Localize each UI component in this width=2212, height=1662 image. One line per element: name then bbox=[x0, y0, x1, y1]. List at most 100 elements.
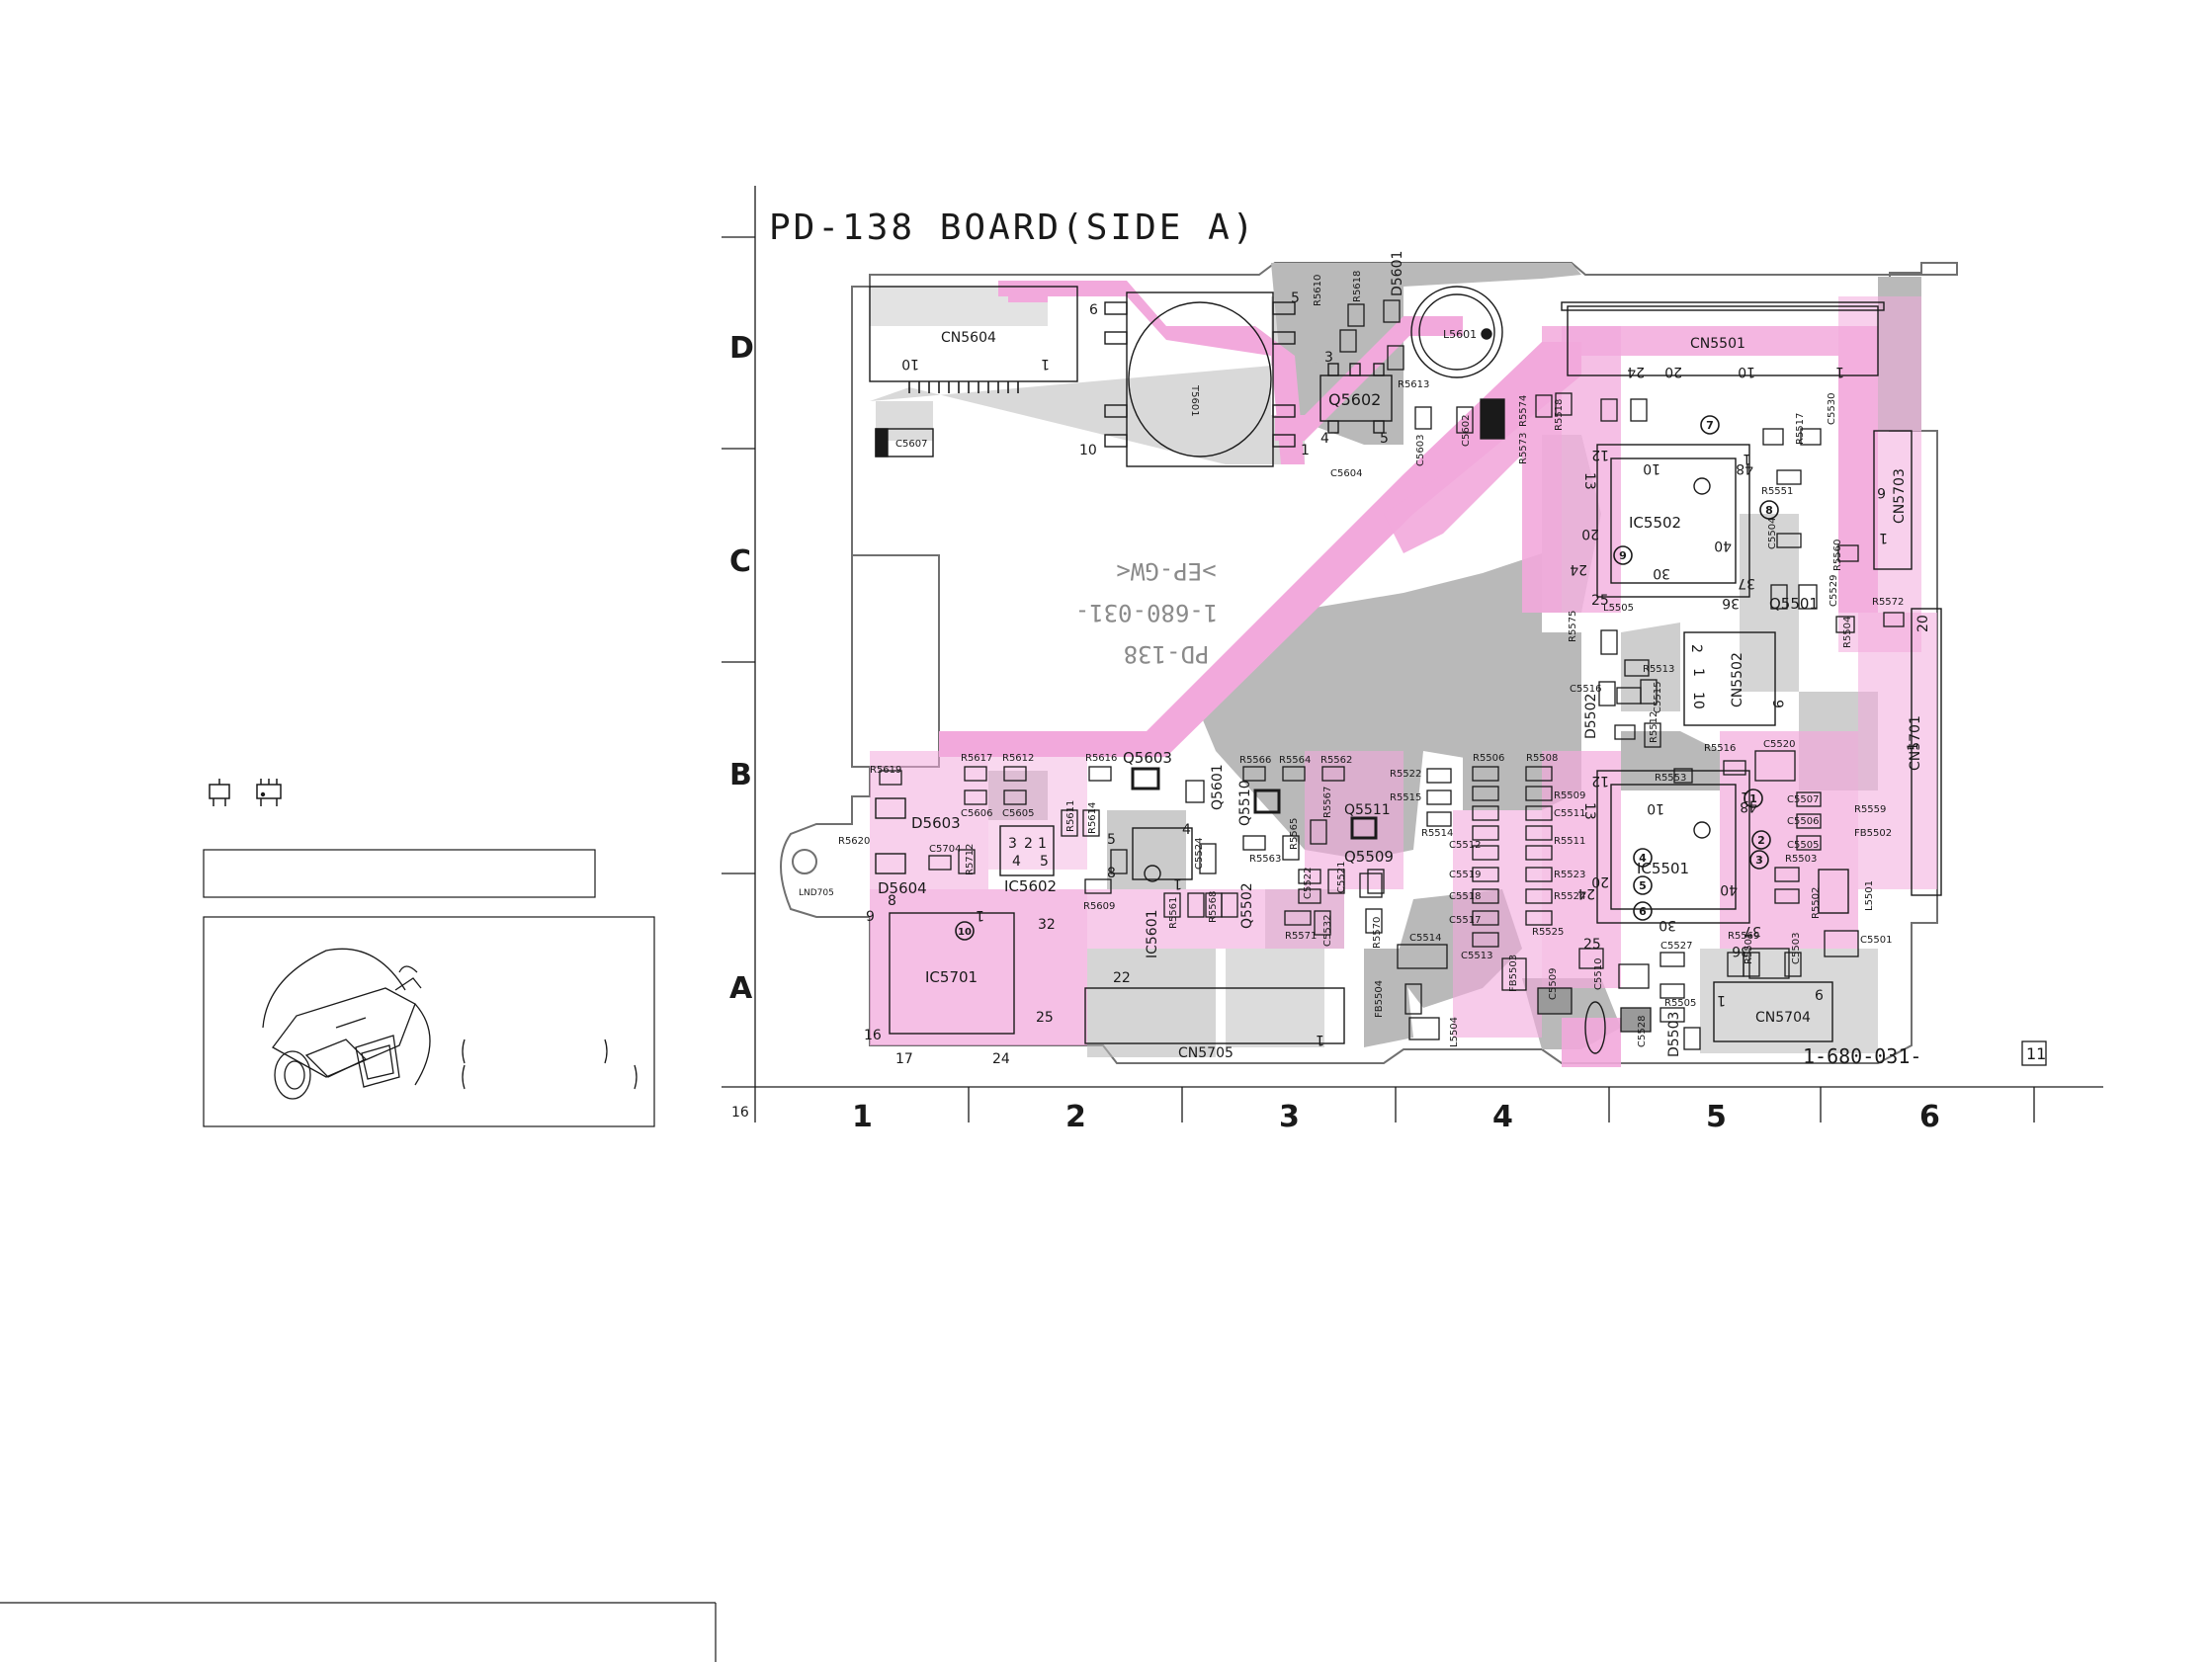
label-c5506: C5506 bbox=[1787, 816, 1819, 827]
label-r5566: R5566 bbox=[1239, 755, 1271, 766]
label-fb5504: FB5504 bbox=[1374, 980, 1385, 1018]
label-q5511: Q5511 bbox=[1344, 802, 1391, 818]
row-label-d: D bbox=[729, 331, 754, 366]
label-cn5501: CN5501 bbox=[1690, 336, 1745, 352]
label-c5604: C5604 bbox=[1330, 468, 1362, 479]
grid-frame bbox=[722, 186, 2103, 1122]
label-c5515: C5515 bbox=[1653, 682, 1663, 713]
label-c5519: C5519 bbox=[1449, 870, 1481, 880]
marker-4: 4 bbox=[1639, 852, 1647, 865]
revision-number: 11 bbox=[2026, 1044, 2046, 1063]
label-fb5503: FB5503 bbox=[1508, 955, 1519, 992]
large-components bbox=[869, 286, 1942, 1054]
label-c5521: C5521 bbox=[1336, 862, 1347, 893]
label-cn5705: CN5705 bbox=[1178, 1045, 1234, 1061]
label-c5532: C5532 bbox=[1322, 915, 1333, 947]
label-r5514: R5514 bbox=[1421, 828, 1453, 839]
svg-text:1: 1 bbox=[1690, 668, 1706, 677]
label-c5605: C5605 bbox=[1002, 808, 1034, 819]
label-r5504: R5504 bbox=[1842, 617, 1853, 648]
label-c5527: C5527 bbox=[1660, 941, 1692, 952]
svg-text:10: 10 bbox=[1738, 364, 1755, 379]
component-labels: CN5604 C5607 T5601 R5610 R5618 D5601 L56… bbox=[799, 251, 1923, 1061]
revision-box bbox=[2021, 1040, 2047, 1066]
label-c5517: C5517 bbox=[1449, 915, 1481, 926]
transistor-package-icons bbox=[209, 779, 282, 806]
label-q5601: Q5601 bbox=[1210, 764, 1226, 810]
svg-text:9: 9 bbox=[866, 909, 875, 925]
label-r5501: R5501 bbox=[1744, 933, 1754, 964]
label-r5572: R5572 bbox=[1872, 597, 1904, 608]
label-q5510: Q5510 bbox=[1237, 780, 1253, 826]
label-r5560: R5560 bbox=[1832, 540, 1843, 571]
svg-text:5: 5 bbox=[1380, 431, 1389, 447]
label-r5611: R5611 bbox=[1065, 800, 1076, 832]
label-c5512: C5512 bbox=[1449, 840, 1481, 851]
svg-text:30: 30 bbox=[1659, 917, 1676, 933]
svg-text:1: 1 bbox=[976, 907, 984, 923]
label-r5509: R5509 bbox=[1554, 790, 1585, 801]
column-label-4: 4 bbox=[1492, 1100, 1513, 1134]
label-c5606: C5606 bbox=[961, 808, 992, 819]
label-r5610: R5610 bbox=[1313, 275, 1323, 306]
label-q5502: Q5502 bbox=[1239, 882, 1255, 929]
svg-text:1-680-031-: 1-680-031- bbox=[1075, 599, 1219, 626]
mounting-hole bbox=[792, 849, 817, 874]
label-r5568: R5568 bbox=[1208, 891, 1219, 923]
svg-text:2: 2 bbox=[1024, 836, 1033, 852]
marker-9: 9 bbox=[1619, 549, 1627, 562]
row-label-b: B bbox=[729, 758, 752, 792]
marker-10: 10 bbox=[958, 927, 972, 938]
svg-text:1: 1 bbox=[1038, 836, 1047, 852]
label-c5704: C5704 bbox=[929, 844, 961, 855]
svg-text:5: 5 bbox=[1291, 291, 1300, 306]
mirrored-silkscreen: >EP-GW< 1-680-031- PD-138 bbox=[1075, 557, 1219, 668]
page-number: 16 bbox=[731, 1105, 749, 1121]
svg-text:6: 6 bbox=[1089, 302, 1098, 318]
svg-text:1: 1 bbox=[1743, 451, 1751, 466]
label-r5502: R5502 bbox=[1811, 887, 1822, 919]
marker-2: 2 bbox=[1757, 834, 1765, 847]
svg-text:25: 25 bbox=[1036, 1010, 1054, 1026]
small-smd-pads bbox=[879, 299, 1905, 1050]
svg-text:10: 10 bbox=[1647, 800, 1664, 816]
label-r5522: R5522 bbox=[1390, 769, 1421, 780]
label-c5503: C5503 bbox=[1791, 933, 1802, 964]
label-cn5704: CN5704 bbox=[1755, 1010, 1811, 1026]
column-label-1: 1 bbox=[852, 1100, 873, 1134]
svg-text:1: 1 bbox=[1879, 530, 1888, 545]
svg-text:24: 24 bbox=[1570, 561, 1587, 577]
marker-8: 8 bbox=[1765, 504, 1773, 517]
svg-text:9: 9 bbox=[1769, 700, 1785, 708]
svg-text:10: 10 bbox=[1643, 460, 1660, 476]
label-r5614: R5614 bbox=[1087, 802, 1098, 834]
label-r5523: R5523 bbox=[1554, 870, 1585, 880]
svg-text:37: 37 bbox=[1744, 923, 1761, 939]
svg-text:1: 1 bbox=[1173, 875, 1182, 891]
label-r5506: R5506 bbox=[1473, 753, 1504, 764]
label-r5508: R5508 bbox=[1526, 753, 1558, 764]
label-c5514: C5514 bbox=[1409, 933, 1441, 944]
svg-text:40: 40 bbox=[1714, 538, 1732, 553]
row-labels: D C B A bbox=[729, 331, 754, 1006]
label-c5524: C5524 bbox=[1194, 838, 1205, 870]
svg-text:PD-138: PD-138 bbox=[1124, 640, 1210, 668]
label-r5505: R5505 bbox=[1664, 998, 1696, 1009]
label-r5512: R5512 bbox=[1649, 711, 1659, 743]
svg-text:25: 25 bbox=[1583, 937, 1601, 953]
label-r5619: R5619 bbox=[870, 765, 901, 776]
row-label-a: A bbox=[729, 971, 753, 1006]
column-label-3: 3 bbox=[1279, 1100, 1300, 1134]
label-cn5502: CN5502 bbox=[1730, 652, 1745, 707]
column-label-2: 2 bbox=[1065, 1100, 1086, 1134]
marker-6: 6 bbox=[1639, 905, 1647, 918]
label-c5529: C5529 bbox=[1829, 575, 1839, 607]
label-c5507: C5507 bbox=[1787, 794, 1819, 805]
row-label-c: C bbox=[729, 544, 751, 579]
label-r5515: R5515 bbox=[1390, 792, 1421, 803]
label-r5569: R5569 bbox=[1728, 931, 1759, 942]
label-r5616: R5616 bbox=[1085, 753, 1117, 764]
label-r5574: R5574 bbox=[1518, 395, 1529, 427]
svg-text:40: 40 bbox=[1720, 881, 1738, 897]
camcorder-illustration bbox=[262, 948, 638, 1100]
